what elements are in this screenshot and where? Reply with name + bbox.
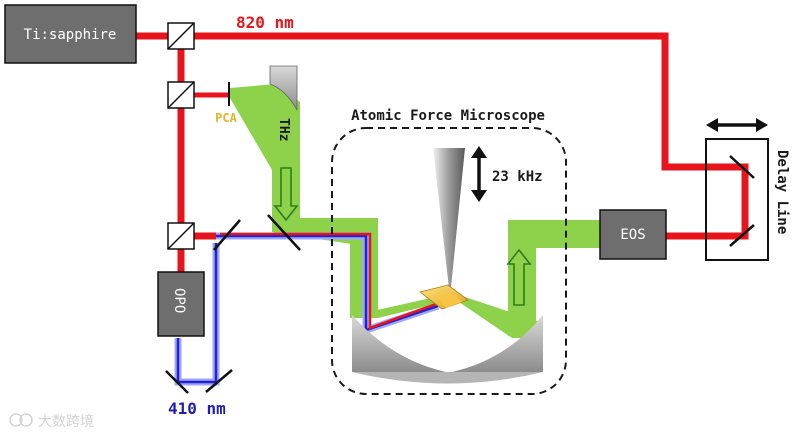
opo-label: OPO [171, 288, 187, 313]
parabolic-mirror-right [452, 315, 543, 372]
beam-splitters [167, 22, 195, 250]
delay-line: Delay Line [705, 118, 790, 261]
afm-label: Atomic Force Microscope [351, 108, 545, 124]
blue-beam-path [174, 232, 440, 386]
oscillation-arrow [471, 146, 487, 202]
wavelength-blue-label: 410 nm [168, 399, 226, 418]
beam-splitter-1 [167, 22, 195, 50]
eos-box: EOS [599, 209, 667, 260]
delay-line-label: Delay Line [774, 150, 790, 234]
flat-mirrors [165, 155, 755, 394]
thz-label: THz [276, 118, 291, 141]
watermark: 大数跨境 [9, 413, 94, 430]
beam-splitter-2 [167, 81, 195, 109]
mirror-delay-bottom [729, 224, 755, 247]
mirror-opo-bottom-right [205, 369, 233, 393]
wavelength-red-label: 820 nm [236, 13, 294, 32]
mirror-pump-fold [213, 219, 241, 251]
thz-down-arrow [273, 167, 299, 222]
thz-up-arrow [506, 248, 532, 306]
afm-enclosure [331, 127, 567, 395]
parabolic-mirror-top [269, 65, 298, 111]
parabolic-mirror-bottom [352, 372, 543, 384]
laser-box: Ti:sapphire [4, 4, 137, 64]
laser-label: Ti:sapphire [24, 27, 117, 43]
mirror-opo-bottom-left [165, 370, 189, 394]
opo-box: OPO [157, 271, 205, 337]
afm-tip [433, 148, 465, 297]
mirror-thz-fold [267, 214, 301, 251]
watermark-text: 大数跨境 [38, 414, 94, 430]
mirror-delay-top [729, 155, 755, 179]
parabolic-mirror-left [352, 315, 446, 372]
red-pump-overlap [220, 232, 437, 330]
beam-splitter-3 [167, 222, 195, 250]
eos-label: EOS [620, 227, 645, 243]
frequency-label: 23 kHz [492, 169, 543, 185]
sample [419, 284, 469, 310]
thz-direction-arrows [273, 167, 532, 306]
pca-label: PCA [215, 111, 237, 125]
